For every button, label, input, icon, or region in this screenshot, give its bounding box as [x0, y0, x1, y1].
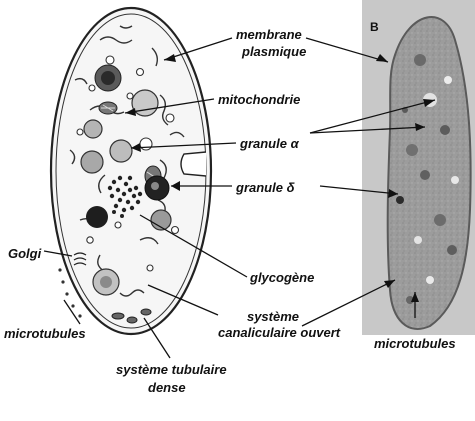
label-systeme-canal-line1: système — [218, 309, 328, 324]
label-mitochondrie: mitochondrie — [218, 92, 300, 107]
label-golgi: Golgi — [8, 246, 41, 261]
panel-b-letter: B — [370, 20, 379, 34]
label-granule-delta: granule δ — [236, 180, 295, 195]
arrow-microtubules-left — [64, 300, 80, 324]
label-membrane-line1: membrane — [236, 27, 302, 42]
label-glycogene: glycogène — [250, 270, 314, 285]
platelet-drawing — [51, 8, 211, 334]
label-granule-alpha: granule α — [240, 136, 299, 151]
label-membrane-line2: plasmique — [242, 44, 306, 59]
label-systeme-canal-line2: canaliculaire ouvert — [218, 325, 328, 340]
label-systeme-tubulaire-line2: dense — [148, 380, 186, 395]
label-microtubules-right: microtubules — [374, 336, 456, 351]
label-systeme-tubulaire-line1: système tubulaire — [116, 362, 227, 377]
micrograph-panel — [362, 0, 475, 335]
canalicular-opening — [181, 152, 206, 176]
label-microtubules-left: microtubules — [4, 326, 86, 341]
